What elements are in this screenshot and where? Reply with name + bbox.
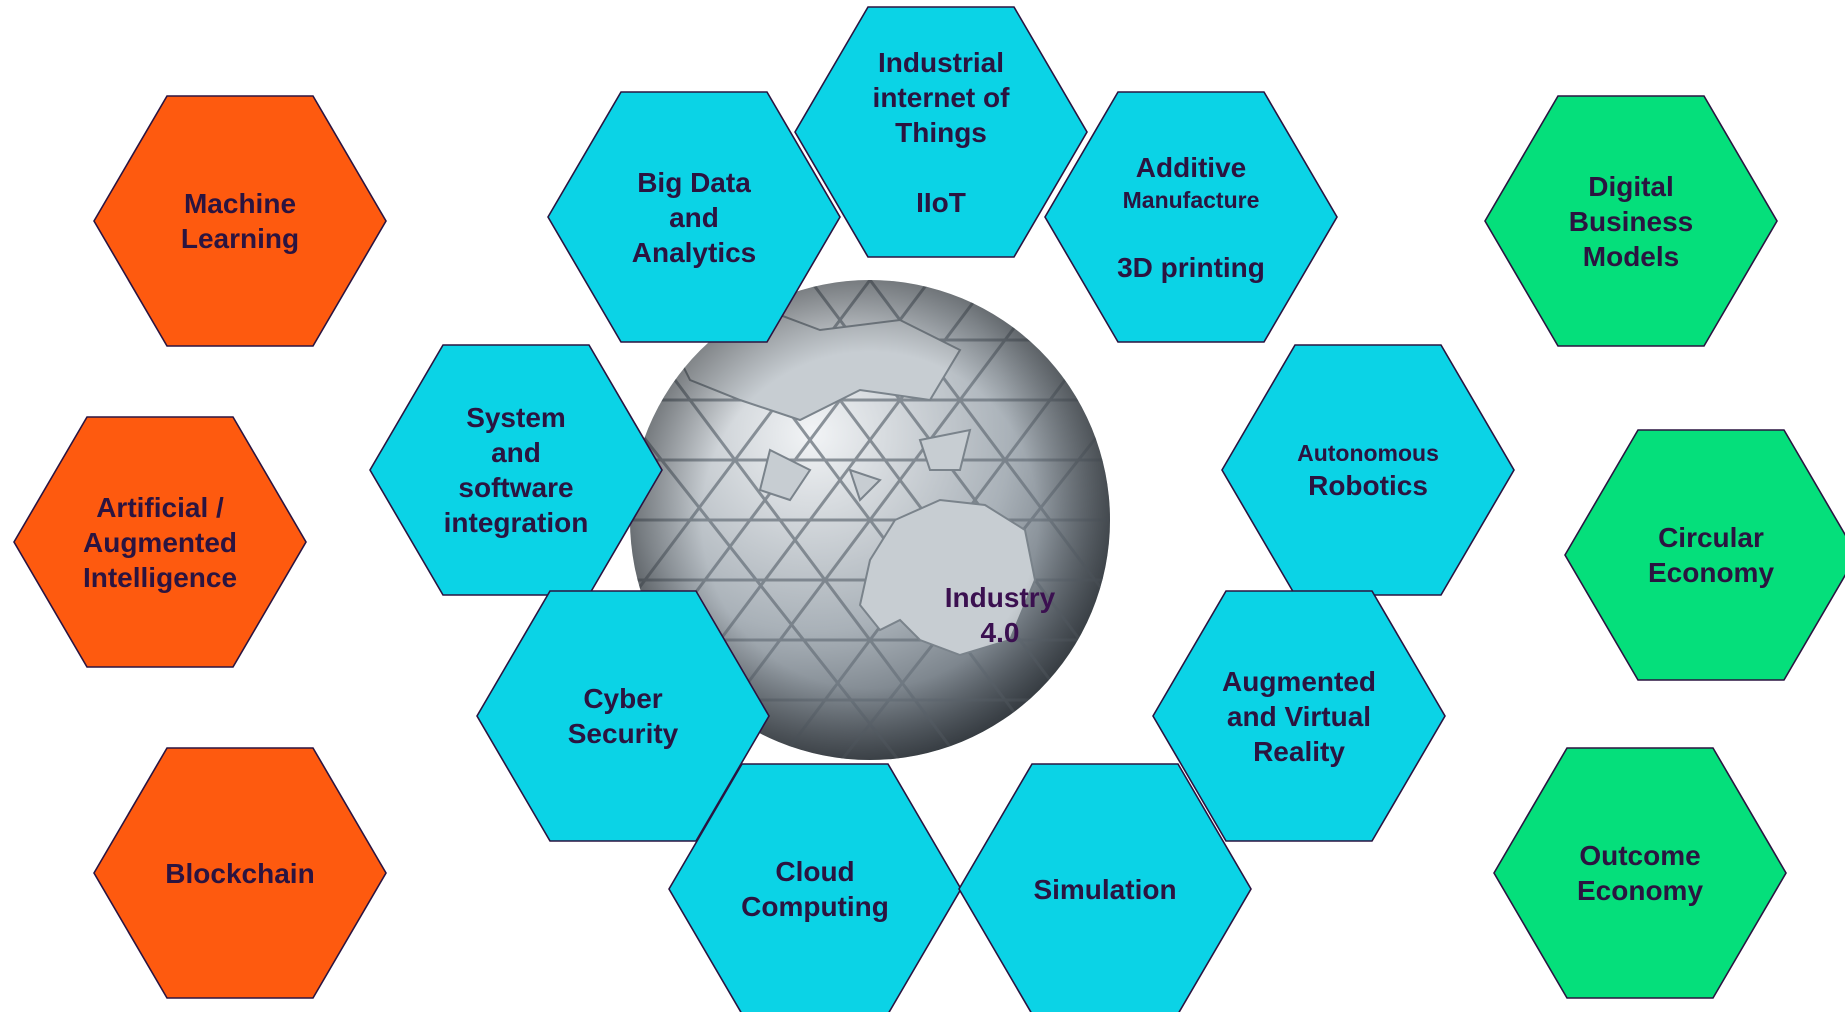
hexagon-system-software-integration (369, 344, 663, 596)
hexagon-augmented-virtual-reality (1152, 590, 1446, 842)
hexagon-industrial-iot (794, 6, 1088, 258)
hexagon-circular-economy (1564, 429, 1845, 681)
hexagon-blockchain (93, 747, 387, 999)
hexagon-artificial-augmented-intelligence (13, 416, 307, 668)
hexagon-cyber-security (476, 590, 770, 842)
hexagon-additive-manufacture (1044, 91, 1338, 343)
hexagon-autonomous-robotics (1221, 344, 1515, 596)
hexagon-machine-learning (93, 95, 387, 347)
hexagon-big-data-analytics (547, 91, 841, 343)
hexagon-digital-business-models (1484, 95, 1778, 347)
globe-illustration (630, 280, 1110, 760)
center-label: Industry 4.0 (920, 580, 1080, 650)
hexagon-outcome-economy (1493, 747, 1787, 999)
hexagon-simulation (958, 763, 1252, 1012)
center-label-line-2: 4.0 (980, 617, 1020, 648)
center-label-line-1: Industry (944, 582, 1056, 613)
